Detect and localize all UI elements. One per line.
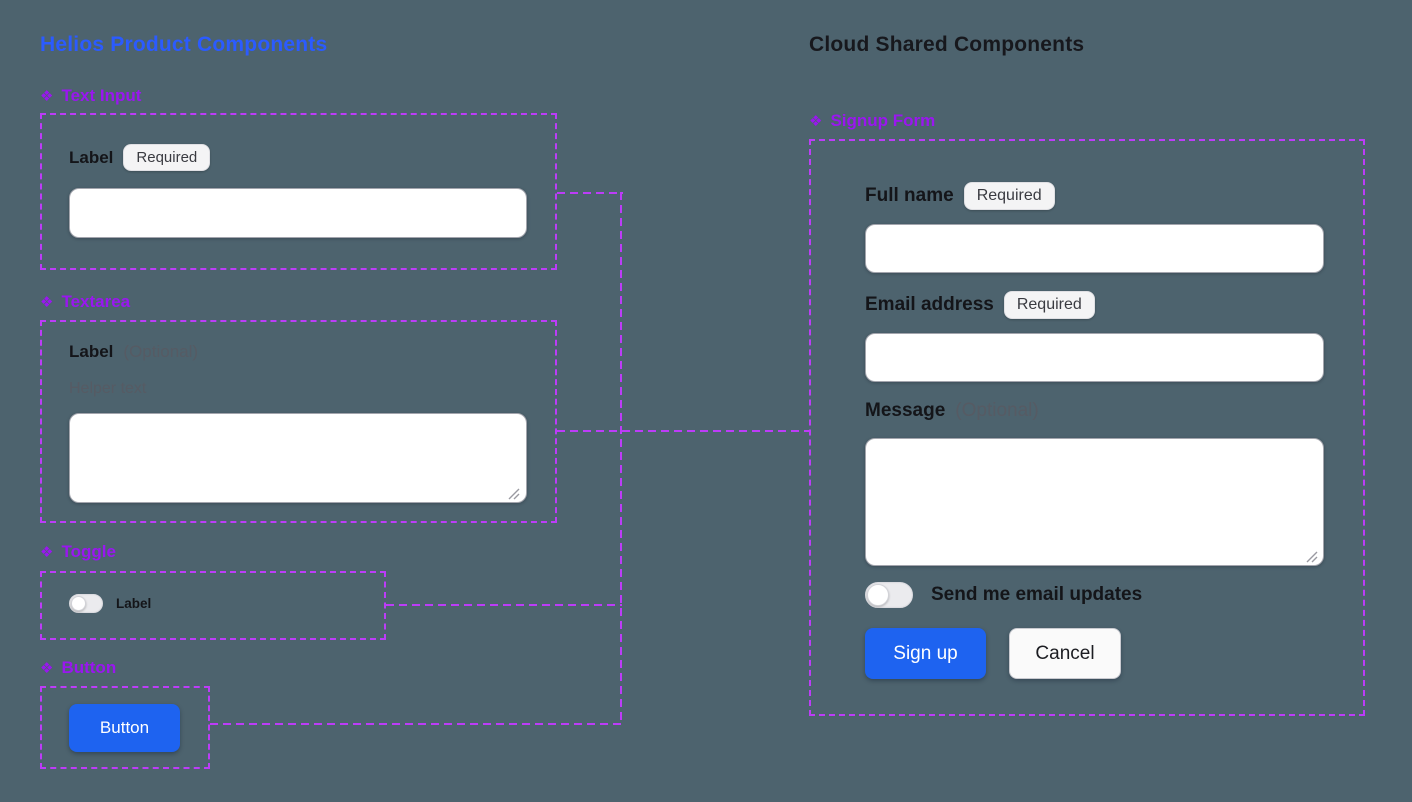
- connector-button: [210, 723, 622, 725]
- component-diamond-icon: ❖: [40, 293, 54, 311]
- required-badge: Required: [1003, 291, 1095, 319]
- message-textarea[interactable]: [865, 438, 1324, 566]
- section-label-text: Toggle: [61, 542, 116, 561]
- full-name-input[interactable]: [865, 224, 1324, 273]
- email-input[interactable]: [865, 333, 1324, 382]
- section-label-signup-form: ❖ Signup Form: [809, 111, 935, 131]
- section-label-button: ❖ Button: [40, 658, 116, 678]
- component-frame-button: Button: [40, 686, 210, 769]
- field-label: Label: [69, 147, 114, 167]
- component-diamond-icon: ❖: [40, 543, 54, 561]
- section-label-toggle: ❖ Toggle: [40, 542, 116, 562]
- field-label-row: Label (Optional): [69, 342, 198, 362]
- component-frame-text-input: Label Required: [40, 113, 557, 270]
- toggle-knob: [71, 596, 86, 611]
- required-badge: Required: [123, 144, 211, 171]
- right-column-title: Cloud Shared Components: [809, 33, 1085, 56]
- email-label-row: Email address Required: [865, 291, 1095, 319]
- helper-text: Helper text: [69, 380, 147, 397]
- field-label-row: Label Required: [69, 144, 211, 171]
- section-label-text-input: ❖ Text Input: [40, 86, 141, 106]
- component-frame-signup-form: Full name Required Email address Require…: [809, 139, 1365, 716]
- component-diamond-icon: ❖: [809, 112, 823, 130]
- message-label-row: Message (Optional): [865, 400, 1039, 422]
- textarea-field[interactable]: [69, 413, 527, 503]
- component-diamond-icon: ❖: [40, 659, 54, 677]
- sign-up-button[interactable]: Sign up: [865, 628, 986, 679]
- component-frame-toggle: Label: [40, 571, 386, 640]
- section-label-text: Button: [61, 658, 117, 677]
- email-updates-label: Send me email updates: [931, 584, 1143, 605]
- section-label-textarea: ❖ Textarea: [40, 292, 130, 312]
- email-updates-toggle[interactable]: [865, 582, 913, 608]
- connector-toggle: [386, 604, 622, 606]
- text-input-field[interactable]: [69, 188, 527, 238]
- toggle-knob: [867, 584, 889, 606]
- component-frame-textarea: Label (Optional) Helper text: [40, 320, 557, 523]
- message-label: Message: [865, 400, 946, 421]
- full-name-label: Full name: [865, 185, 954, 206]
- toggle-row: Label: [69, 594, 151, 613]
- component-diamond-icon: ❖: [40, 87, 54, 105]
- email-label: Email address: [865, 294, 994, 315]
- section-label-text: Signup Form: [830, 111, 936, 130]
- connector-trunk: [620, 192, 622, 725]
- connector-text-input: [557, 192, 623, 194]
- required-badge: Required: [963, 182, 1055, 210]
- sample-button[interactable]: Button: [69, 704, 180, 752]
- full-name-label-row: Full name Required: [865, 182, 1055, 210]
- cancel-button[interactable]: Cancel: [1009, 628, 1121, 679]
- connector-textarea: [557, 430, 810, 432]
- left-column-title: Helios Product Components: [40, 33, 328, 56]
- optional-hint: (Optional): [955, 400, 1039, 421]
- field-label: Label: [69, 342, 114, 361]
- section-label-text: Textarea: [61, 292, 131, 311]
- toggle-switch[interactable]: [69, 594, 103, 613]
- optional-hint: (Optional): [123, 342, 199, 361]
- section-label-text: Text Input: [61, 86, 142, 105]
- toggle-label: Label: [116, 596, 152, 611]
- email-updates-row: Send me email updates: [865, 582, 1142, 608]
